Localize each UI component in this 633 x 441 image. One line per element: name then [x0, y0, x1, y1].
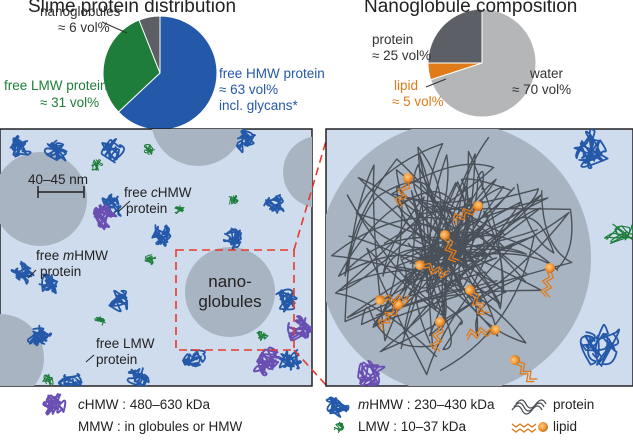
mhmw-callout-2: protein: [40, 264, 82, 279]
legend-chmw-icon: [42, 392, 67, 416]
pie-slice-nanoglobules: [138, 15, 161, 74]
nanoglobules-value: ≈ 6 vol%: [58, 20, 110, 35]
chmw-coil: [253, 346, 281, 377]
hmw-share-label: free HMW protein: [219, 66, 325, 81]
mhmw-coil: [43, 139, 68, 162]
left-title: Slime protein distribution: [28, 0, 237, 17]
zoomed-contents: [331, 129, 633, 386]
lipid-molecule: [466, 325, 500, 341]
nanoglobule-label: nano-: [208, 272, 252, 291]
lmw-callout-2: protein: [96, 352, 138, 367]
nanoglobule-composition-pie: [427, 8, 537, 118]
scale-bar-label: 40–45 nm: [28, 172, 89, 187]
lipid-share-label: lipid: [394, 78, 419, 93]
lmw-coil: [174, 205, 185, 214]
mhmw-coil: [235, 129, 256, 154]
legend-mhmw-icon: [325, 396, 350, 418]
lipid-molecule: [465, 285, 489, 316]
lipid-molecule: [539, 263, 555, 298]
lmw-coil: [228, 195, 239, 205]
mhmw-coil: [100, 138, 125, 164]
chmw-callout-2: protein: [126, 201, 168, 216]
mhmw-coil: [263, 193, 285, 214]
zoom-line-bottom: [293, 349, 327, 386]
lmw-coil: [94, 316, 106, 326]
lmw-share-label: free LMW protein: [4, 78, 108, 93]
mhmw-coil: [181, 349, 206, 368]
lipid-molecule: [429, 317, 445, 352]
chmw-pointer: [117, 200, 131, 213]
mhmw-coil: [108, 289, 129, 313]
legend-mhmw: mHMW : 230–430 kDa: [358, 397, 495, 412]
zoom-line-top: [293, 140, 327, 251]
legend-lmw-icon: [333, 421, 345, 433]
nanoglobule-label-2: globules: [198, 292, 262, 311]
mhmw-coil: [573, 129, 609, 170]
mhmw-pointer: [27, 269, 37, 279]
lmw-coil: [604, 223, 633, 245]
lmw-coil: [42, 373, 54, 386]
lipid-share-value: ≈ 5 vol%: [392, 94, 444, 109]
lipid-molecule: [375, 293, 410, 307]
lipid-molecule: [510, 355, 538, 383]
legend-icons: [42, 392, 548, 433]
pie-slice-lmw: [102, 19, 161, 113]
slime-scene-panel: [0, 128, 313, 387]
nanoglobules-leader-line: [101, 21, 128, 34]
right-title: Nanoglobule composition: [364, 0, 578, 17]
legend-lmw: LMW : 10–37 kDa: [358, 419, 467, 434]
mhmw-coil: [222, 227, 243, 251]
chmw-coil: [92, 204, 118, 231]
nanoglobules-label: nanoglobules: [40, 4, 121, 19]
nanoglobule-zoom-panel: [325, 128, 633, 387]
legend-mmw: MMW : in globules or HMW: [78, 419, 243, 434]
nanoglobule-sphere: [283, 136, 312, 208]
mhmw-coil: [57, 372, 83, 386]
chmw-coil: [357, 359, 386, 386]
lmw-share-value: ≈ 31 vol%: [40, 95, 100, 110]
protein-coils: [9, 129, 312, 386]
protein-share-value: ≈ 25 vol%: [372, 48, 432, 63]
protein-mesh: [331, 136, 573, 376]
zoom-box: [175, 249, 295, 351]
mhmw-coil: [9, 135, 32, 158]
pie-slice-water: [430, 8, 537, 118]
chmw-callout: free cHMW: [124, 185, 192, 200]
water-share-value: ≈ 70 vol%: [512, 82, 572, 97]
lipid-molecule: [394, 173, 413, 208]
lipid-molecule: [415, 260, 450, 279]
lipid-leader-line: [425, 78, 447, 88]
hmw-share-value: ≈ 63 vol%: [219, 82, 279, 97]
lmw-coil: [144, 254, 157, 266]
mhmw-coil: [151, 224, 172, 247]
hmw-share-note: incl. glycans*: [219, 98, 298, 113]
legend-protein: protein: [553, 397, 595, 412]
nanoglobule-sphere: [152, 129, 244, 166]
mhmw-coil: [126, 367, 150, 386]
pie-slice-protein: [427, 8, 483, 64]
mhmw-coil: [579, 323, 621, 367]
lmw-coil: [256, 330, 269, 341]
chmw-coil: [286, 315, 312, 342]
lmw-callout: free LMW: [96, 336, 155, 351]
legend-protein-icon: [511, 399, 547, 415]
mhmw-callout: free mHMW: [36, 248, 109, 263]
lmw-coil: [91, 159, 104, 171]
protein-share-label: protein: [372, 32, 414, 47]
lmw-pointer: [85, 354, 95, 363]
mhmw-coil: [26, 324, 53, 347]
nanoglobule-central: [185, 247, 275, 337]
protein-distribution-pie: [102, 15, 218, 131]
water-share-label: water: [530, 66, 564, 81]
nanoglobule-sphere: [0, 152, 87, 246]
legend-lipid: lipid: [553, 419, 578, 434]
mhmw-coil: [38, 273, 59, 294]
legend-lipid-icon: [511, 422, 548, 433]
lipid-molecule: [452, 201, 483, 225]
pie-slice-hmw: [117, 15, 218, 131]
legend-chmw: cHMW : 480–630 kDa: [78, 397, 211, 412]
lipid-molecule: [440, 230, 460, 263]
lmw-coil: [143, 143, 156, 156]
